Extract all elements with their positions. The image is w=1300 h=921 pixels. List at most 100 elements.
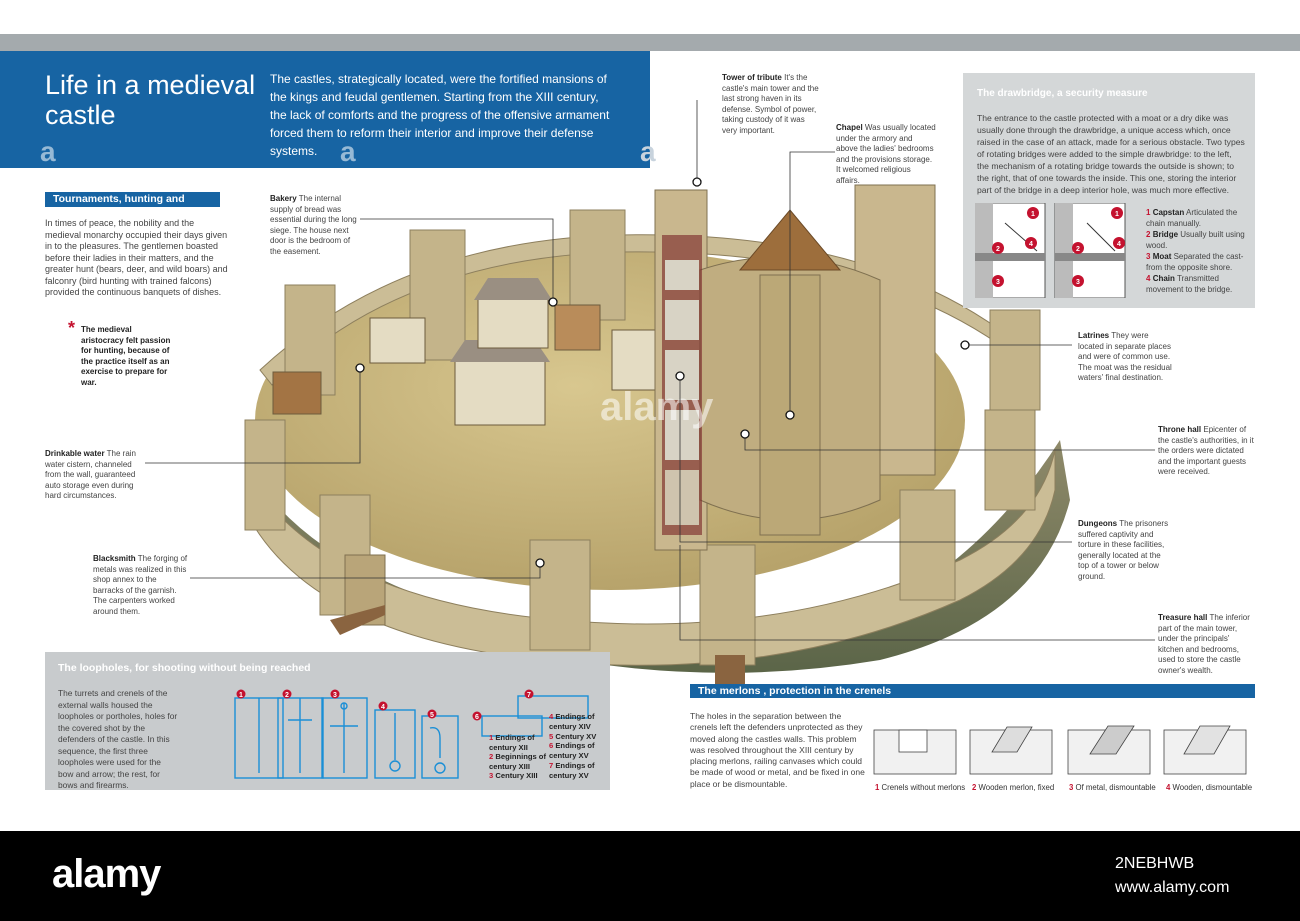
loophole <box>421 715 459 779</box>
merlon-caption: 2 Wooden merlon, fixed <box>972 783 1055 792</box>
loopholes-heading: The loopholes, for shooting without bein… <box>58 662 311 674</box>
callout-dot <box>535 558 545 568</box>
svg-text:4: 4 <box>381 704 385 711</box>
wall-tower <box>244 419 286 531</box>
loophole-slit <box>429 727 441 758</box>
top-band <box>0 34 1300 51</box>
svg-text:3: 3 <box>996 279 1000 286</box>
wall-tower <box>984 409 1036 511</box>
loophole <box>374 709 416 779</box>
leader-line <box>789 151 835 415</box>
number-badge <box>236 689 246 699</box>
svg-text:7: 7 <box>527 692 531 699</box>
wall-tower <box>569 209 626 321</box>
merlon-caption: 1 Crenels without merlons <box>875 783 966 792</box>
diagram-bridge <box>1055 253 1125 261</box>
drawbridge <box>715 655 745 685</box>
leader-line <box>145 370 361 464</box>
drawbridge <box>330 605 385 635</box>
merlons-heading: The merlons , protection in the crenels <box>690 684 1255 698</box>
number-badge <box>282 689 292 699</box>
loophole-round <box>340 702 348 710</box>
legend-item: 1 Endings of century XII <box>489 733 535 752</box>
callout-dot <box>675 371 685 381</box>
site-url: www.alamy.com <box>1115 879 1230 896</box>
svg-text:1: 1 <box>239 692 243 699</box>
merlons-diagram <box>873 725 1247 775</box>
wall-tower <box>699 544 756 666</box>
svg-text:4: 4 <box>1117 241 1121 248</box>
legend-item: 4 Chain Transmitted movement to the brid… <box>1146 274 1233 294</box>
svg-text:3: 3 <box>1076 279 1080 286</box>
house-roof <box>474 278 552 300</box>
loopholes-legend-left: 1 Endings of century XII 2 Beginnings of… <box>489 733 547 781</box>
callout-treasure-hall: Treasure hall The inferior part of the m… <box>1158 613 1250 675</box>
house <box>369 317 426 364</box>
callout-bakery: Bakery The internal supply of bread was … <box>270 194 357 256</box>
keep-floor <box>665 260 699 290</box>
leader-line <box>679 545 1155 641</box>
legend-item: 7 Endings of century XV <box>549 760 595 780</box>
callout-chapel: Chapel Was usually located under the arm… <box>836 123 936 185</box>
callout-drinkable-water: Drinkable water The rain water cistern, … <box>45 449 137 500</box>
loopholes-panel <box>45 652 610 790</box>
loophole <box>517 695 589 719</box>
tournaments-heading: Tournaments, hunting and banquets <box>45 192 220 220</box>
header-banner <box>0 51 650 168</box>
drawbridge-diagram: 1 1 2 2 3 3 4 4 <box>975 203 1126 298</box>
watermark-letter: a <box>640 136 656 167</box>
number-badge <box>1072 275 1084 287</box>
diagram-wall <box>1055 203 1073 298</box>
svg-text:2: 2 <box>996 246 1000 253</box>
loopholes-diagram: 1 2 3 4 5 6 7 <box>234 689 589 779</box>
callout-dot <box>355 363 365 373</box>
svg-text:5: 5 <box>430 712 434 719</box>
loophole-round <box>434 762 446 774</box>
asterisk-icon: * <box>68 318 76 338</box>
tournaments-text: In times of peace, the nobility and the … <box>45 218 228 297</box>
legend-item: 4 Endings of century XIV <box>549 712 595 731</box>
legend-item: 3 Moat Separated the cast- from the oppo… <box>1146 252 1244 272</box>
number-badge <box>330 689 340 699</box>
diagram-chain <box>1086 222 1116 252</box>
footer-bar <box>0 831 1300 921</box>
leader-line <box>360 218 554 300</box>
legend-item: 2 Bridge Usually built using wood. <box>1146 230 1245 250</box>
loophole-round <box>389 760 401 772</box>
leader-line <box>679 378 1072 543</box>
house <box>454 359 546 426</box>
wooden-merlon <box>991 726 1033 753</box>
number-badge <box>992 275 1004 287</box>
number-badge <box>524 689 534 699</box>
callout-latrines: Latrines They were located in separate p… <box>1078 331 1172 382</box>
castle-illustration: alamy <box>145 100 1155 685</box>
number-badge <box>378 701 388 711</box>
drawbridge-heading: The drawbridge, a security measure <box>977 88 1148 99</box>
loopholes-legend-right: 4 Endings of century XIV 5 Century XV 6 … <box>549 712 601 781</box>
legend-item: 1 Capstan Articulated the chain manually… <box>1146 208 1238 228</box>
metal-merlon <box>1089 725 1135 755</box>
drawbridge-text: The entrance to the castle protected wit… <box>977 113 1245 195</box>
alamy-logo: alamy <box>52 852 161 896</box>
crenel <box>898 729 928 753</box>
svg-text:3: 3 <box>333 692 337 699</box>
callout-throne-hall: Throne hall Epicenter of the castle's au… <box>1158 425 1254 476</box>
wall-tower <box>899 489 956 601</box>
legend-item: 2 Beginnings of century XIII <box>489 752 546 771</box>
number-badge <box>1025 237 1037 249</box>
loophole <box>481 715 543 737</box>
callout-blacksmith: Blacksmith The forging of metals was rea… <box>93 554 188 616</box>
drawbridge-legend: 1 Capstan Articulated the chain manually… <box>1146 208 1254 295</box>
merlon-caption: 4 Wooden, dismountable <box>1166 783 1253 792</box>
wooden-dismountable-merlon <box>1183 725 1231 755</box>
legend-item: 6 Endings of century XV <box>549 741 595 761</box>
number-badge <box>1027 207 1039 219</box>
diagram-bridge <box>975 253 1045 261</box>
merlons-text: The holes in the separation between the … <box>690 711 865 789</box>
house <box>554 304 601 351</box>
loophole <box>321 697 368 779</box>
intro-text: The castles, strategically located, were… <box>270 72 610 158</box>
keep-floor <box>665 300 699 340</box>
watermark-letter: a <box>340 136 356 167</box>
page-title: Life in a medieval castle <box>45 70 256 130</box>
